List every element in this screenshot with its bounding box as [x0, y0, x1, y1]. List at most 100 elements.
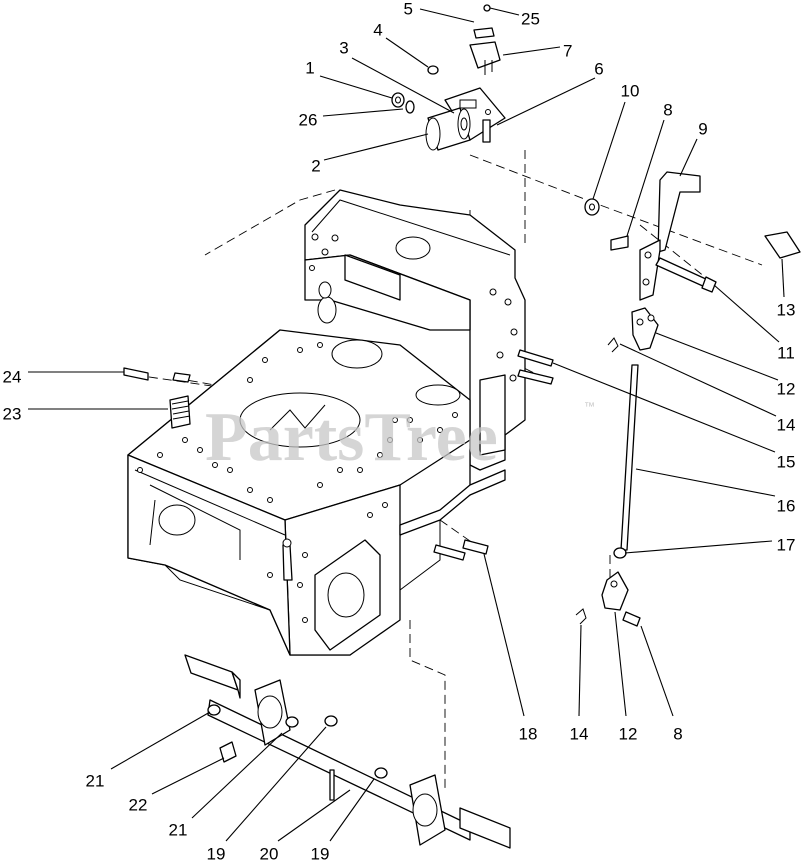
callout-c2: 2 — [311, 133, 429, 175]
callout-leader-line — [496, 77, 596, 126]
callout-number: 14 — [777, 415, 796, 434]
callout-c4: 4 — [373, 20, 429, 68]
callout-c14b: 14 — [570, 624, 589, 743]
callout-leader-line — [781, 258, 785, 298]
callout-number: 8 — [673, 724, 682, 743]
left-fasteners — [123, 367, 191, 429]
callout-c10: 10 — [592, 81, 639, 200]
callout-number: 24 — [3, 367, 22, 386]
callout-c6: 6 — [496, 59, 604, 126]
bolt-part-8-upper — [610, 235, 629, 251]
callout-number: 20 — [260, 844, 279, 863]
callout-number: 16 — [777, 496, 796, 515]
callout-number: 14 — [570, 724, 589, 743]
callout-c5: 5 — [404, 0, 475, 23]
callout-c13: 13 — [777, 258, 796, 319]
callout-number: 5 — [404, 0, 413, 18]
motion-control-assembly — [391, 4, 801, 385]
callout-number: 19 — [207, 844, 226, 863]
callout-number: 23 — [3, 404, 22, 423]
callout-number: 4 — [373, 20, 382, 39]
nut-part-4 — [427, 65, 439, 75]
callout-leader-line — [225, 726, 327, 842]
callout-c22: 22 — [129, 757, 225, 814]
callout-number: 25 — [521, 9, 540, 28]
callout-leader-line — [679, 138, 698, 177]
handle-left — [184, 654, 239, 691]
grip-part-13 — [764, 231, 801, 259]
callout-number: 9 — [698, 119, 707, 138]
callout-c17: 17 — [624, 535, 796, 554]
callout-leader-line — [151, 757, 225, 795]
linkage-assembly — [575, 307, 659, 627]
callout-c21a: 21 — [86, 711, 211, 790]
chassis-holes — [137, 342, 458, 623]
clip-part-14-lower — [575, 608, 587, 625]
watermark-text: PartsTree — [205, 399, 498, 476]
callout-number: 3 — [339, 38, 348, 57]
bolt-part-8-lower — [622, 611, 641, 627]
callout-leader-line — [624, 540, 773, 554]
callout-c16: 16 — [635, 468, 796, 515]
callout-number: 21 — [86, 771, 105, 790]
callout-leader-line — [619, 343, 777, 417]
callout-number: 6 — [594, 59, 603, 78]
callout-leader-line — [329, 778, 375, 842]
nut-part-21a — [207, 704, 221, 716]
watermark-trademark: ™ — [584, 401, 595, 413]
callout-number: 15 — [777, 452, 796, 471]
callout-number: 1 — [305, 58, 314, 77]
callout-leader-line — [578, 624, 582, 717]
callout-c3: 3 — [339, 38, 455, 114]
bolts-part-18 — [433, 539, 489, 561]
screw-part-22 — [219, 741, 237, 763]
screw-part-25 — [483, 4, 491, 12]
spring-part-23 — [169, 395, 191, 429]
rod-part-16 — [620, 364, 639, 551]
nut-part-19a — [324, 715, 338, 727]
callout-number: 13 — [777, 300, 796, 319]
callout-leader-line — [626, 119, 665, 237]
lower-shaft-assembly — [184, 654, 511, 849]
callout-c18: 18 — [483, 553, 538, 743]
callout-leader-line — [319, 75, 393, 99]
callout-c24: 24 — [3, 367, 124, 386]
callout-number: 11 — [777, 343, 795, 362]
callout-number: 26 — [299, 110, 318, 129]
callout-leader-line — [322, 108, 404, 117]
callout-leader-line — [635, 468, 776, 497]
callout-number: 21 — [169, 820, 188, 839]
callout-number: 12 — [619, 724, 638, 743]
callout-number: 17 — [777, 535, 796, 554]
callout-c1: 1 — [305, 58, 393, 99]
callout-c25: 25 — [489, 7, 540, 28]
callout-c8a: 8 — [626, 100, 673, 237]
bolt-part-24 — [123, 367, 149, 381]
callout-c7: 7 — [502, 41, 572, 60]
callout-number: 22 — [129, 795, 148, 814]
callout-leader-line — [502, 46, 561, 56]
callout-leader-line — [614, 611, 627, 717]
clip-part-5 — [473, 27, 495, 39]
bolts-part-15 — [517, 349, 554, 367]
callout-number: 19 — [311, 844, 330, 863]
callout-number: 18 — [519, 724, 538, 743]
callout-leader-line — [277, 789, 351, 842]
callout-number: 7 — [563, 41, 572, 60]
callout-c9: 9 — [679, 119, 708, 177]
callout-c14a: 14 — [619, 343, 796, 434]
nut-part-21b — [285, 716, 299, 728]
callout-leader-line — [385, 37, 429, 68]
clevis-part-12-upper — [631, 307, 659, 351]
nut-part-19b — [374, 767, 388, 779]
washer-part-26 — [405, 100, 415, 114]
clevis-part-12-lower — [601, 571, 629, 611]
callout-leader-line — [110, 711, 211, 770]
callout-leader-line — [351, 57, 455, 114]
callout-leader-line — [489, 7, 520, 16]
callout-leader-line — [552, 362, 776, 453]
callout-leader-line — [640, 625, 674, 717]
callout-leader-line — [323, 133, 429, 161]
callout-c12a: 12 — [655, 332, 795, 398]
callout-c12b: 12 — [614, 611, 638, 743]
